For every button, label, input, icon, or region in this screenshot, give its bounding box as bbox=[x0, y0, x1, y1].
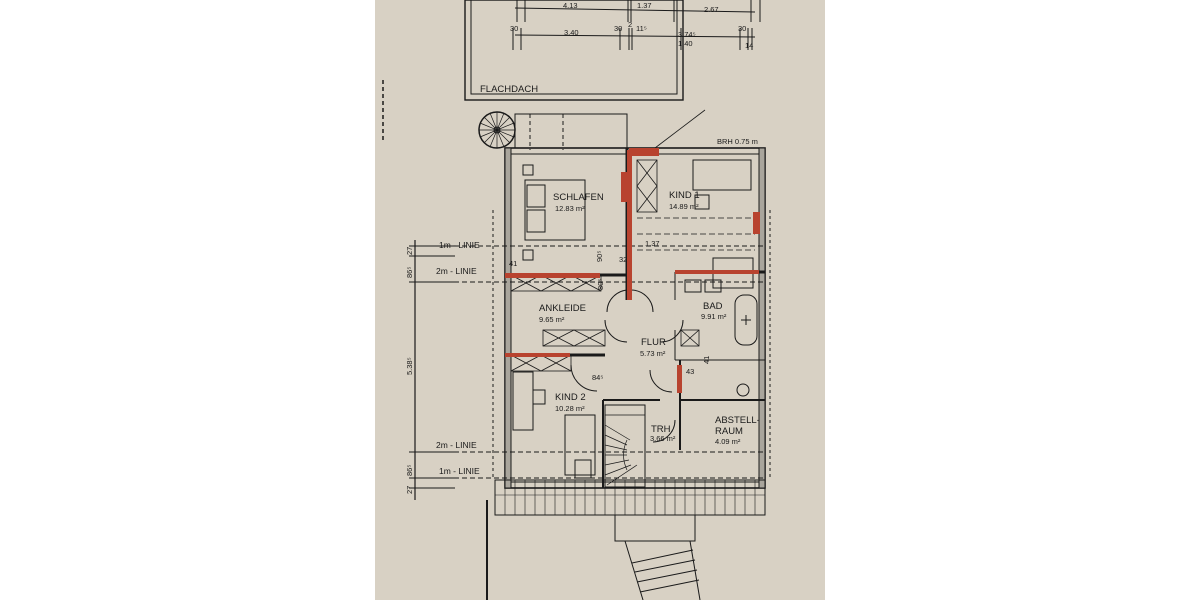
room-ankleide-area: 9.65 m² bbox=[539, 315, 565, 324]
label-1m-linie-top: 1m - LINIE bbox=[439, 240, 480, 250]
dim-2: 2 bbox=[628, 20, 632, 29]
dim-90-5: 90⁵ bbox=[595, 251, 604, 262]
room-bad-name: BAD bbox=[703, 301, 723, 312]
dim-30-b: 30 bbox=[614, 24, 622, 33]
dim-4-13: 4.13 bbox=[563, 1, 578, 10]
dim-41-right: 41 bbox=[702, 356, 711, 364]
dim-30-c: 30 bbox=[738, 24, 746, 33]
floor-plan-drawing: 4.13 1.37 2.67 30 3.40 30 2 11⁵ 3.74⁵ 1.… bbox=[382, 0, 771, 600]
dim-1-37: 1.37 bbox=[645, 239, 660, 248]
room-bad-area: 9.91 m² bbox=[701, 312, 727, 321]
dim-side-27-top: 27 bbox=[405, 247, 414, 255]
room-flur-name: FLUR bbox=[641, 337, 666, 348]
room-kind1-area: 14.89 m² bbox=[669, 202, 699, 211]
label-brh: BRH 0.75 m bbox=[717, 137, 758, 146]
dim-3-74-5: 3.74⁵ bbox=[678, 30, 696, 39]
room-schlafen-area: 12.83 m² bbox=[555, 204, 585, 213]
dim-30-a: 30 bbox=[510, 24, 518, 33]
label-2m-linie-top: 2m - LINIE bbox=[436, 266, 477, 276]
room-abstellraum-area: 4.09 m² bbox=[715, 437, 741, 446]
room-kind1-name: KIND 1 bbox=[669, 190, 700, 201]
dim-side-5-38: 5.38⁵ bbox=[405, 357, 414, 375]
label-2m-linie-bottom: 2m - LINIE bbox=[436, 440, 477, 450]
label-flachdach: FLACHDACH bbox=[480, 84, 538, 95]
dim-2-67: 2.67 bbox=[704, 5, 719, 14]
floor-plan-sheet: 4.13 1.37 2.67 30 3.40 30 2 11⁵ 3.74⁵ 1.… bbox=[375, 0, 825, 600]
dim-84-5: 84⁵ bbox=[592, 373, 603, 382]
room-abstellraum-name: ABSTELL- bbox=[715, 415, 760, 426]
dim-43: 43 bbox=[686, 367, 694, 376]
room-abstellraum-name2: RAUM bbox=[715, 426, 743, 437]
dim-1-37-top: 1.37 bbox=[637, 1, 652, 10]
dim-14: 14 bbox=[745, 41, 753, 50]
room-ankleide-name: ANKLEIDE bbox=[539, 303, 586, 314]
dim-side-86-bottom: 86⁵ bbox=[405, 465, 414, 476]
room-kind2-area: 10.28 m² bbox=[555, 404, 585, 413]
dim-80-5: 80⁵ bbox=[596, 279, 605, 290]
dim-41-left: 41 bbox=[509, 259, 517, 268]
room-flur-area: 5.73 m² bbox=[640, 349, 666, 358]
dim-1-40: 1.40 bbox=[678, 39, 693, 48]
label-1m-linie-bottom: 1m - LINIE bbox=[439, 466, 480, 476]
room-kind2-name: KIND 2 bbox=[555, 392, 586, 403]
dim-32: 32 bbox=[619, 255, 627, 264]
room-trh-area: 3.66 m² bbox=[650, 434, 676, 443]
room-schlafen-name: SCHLAFEN bbox=[553, 192, 604, 203]
dim-3-40: 3.40 bbox=[564, 28, 579, 37]
dim-11-5: 11⁵ bbox=[636, 24, 647, 33]
dim-side-86-top: 86⁵ bbox=[405, 267, 414, 278]
dim-side-27-bottom: 27 bbox=[405, 486, 414, 494]
room-trh-name: TRH. bbox=[651, 424, 673, 435]
